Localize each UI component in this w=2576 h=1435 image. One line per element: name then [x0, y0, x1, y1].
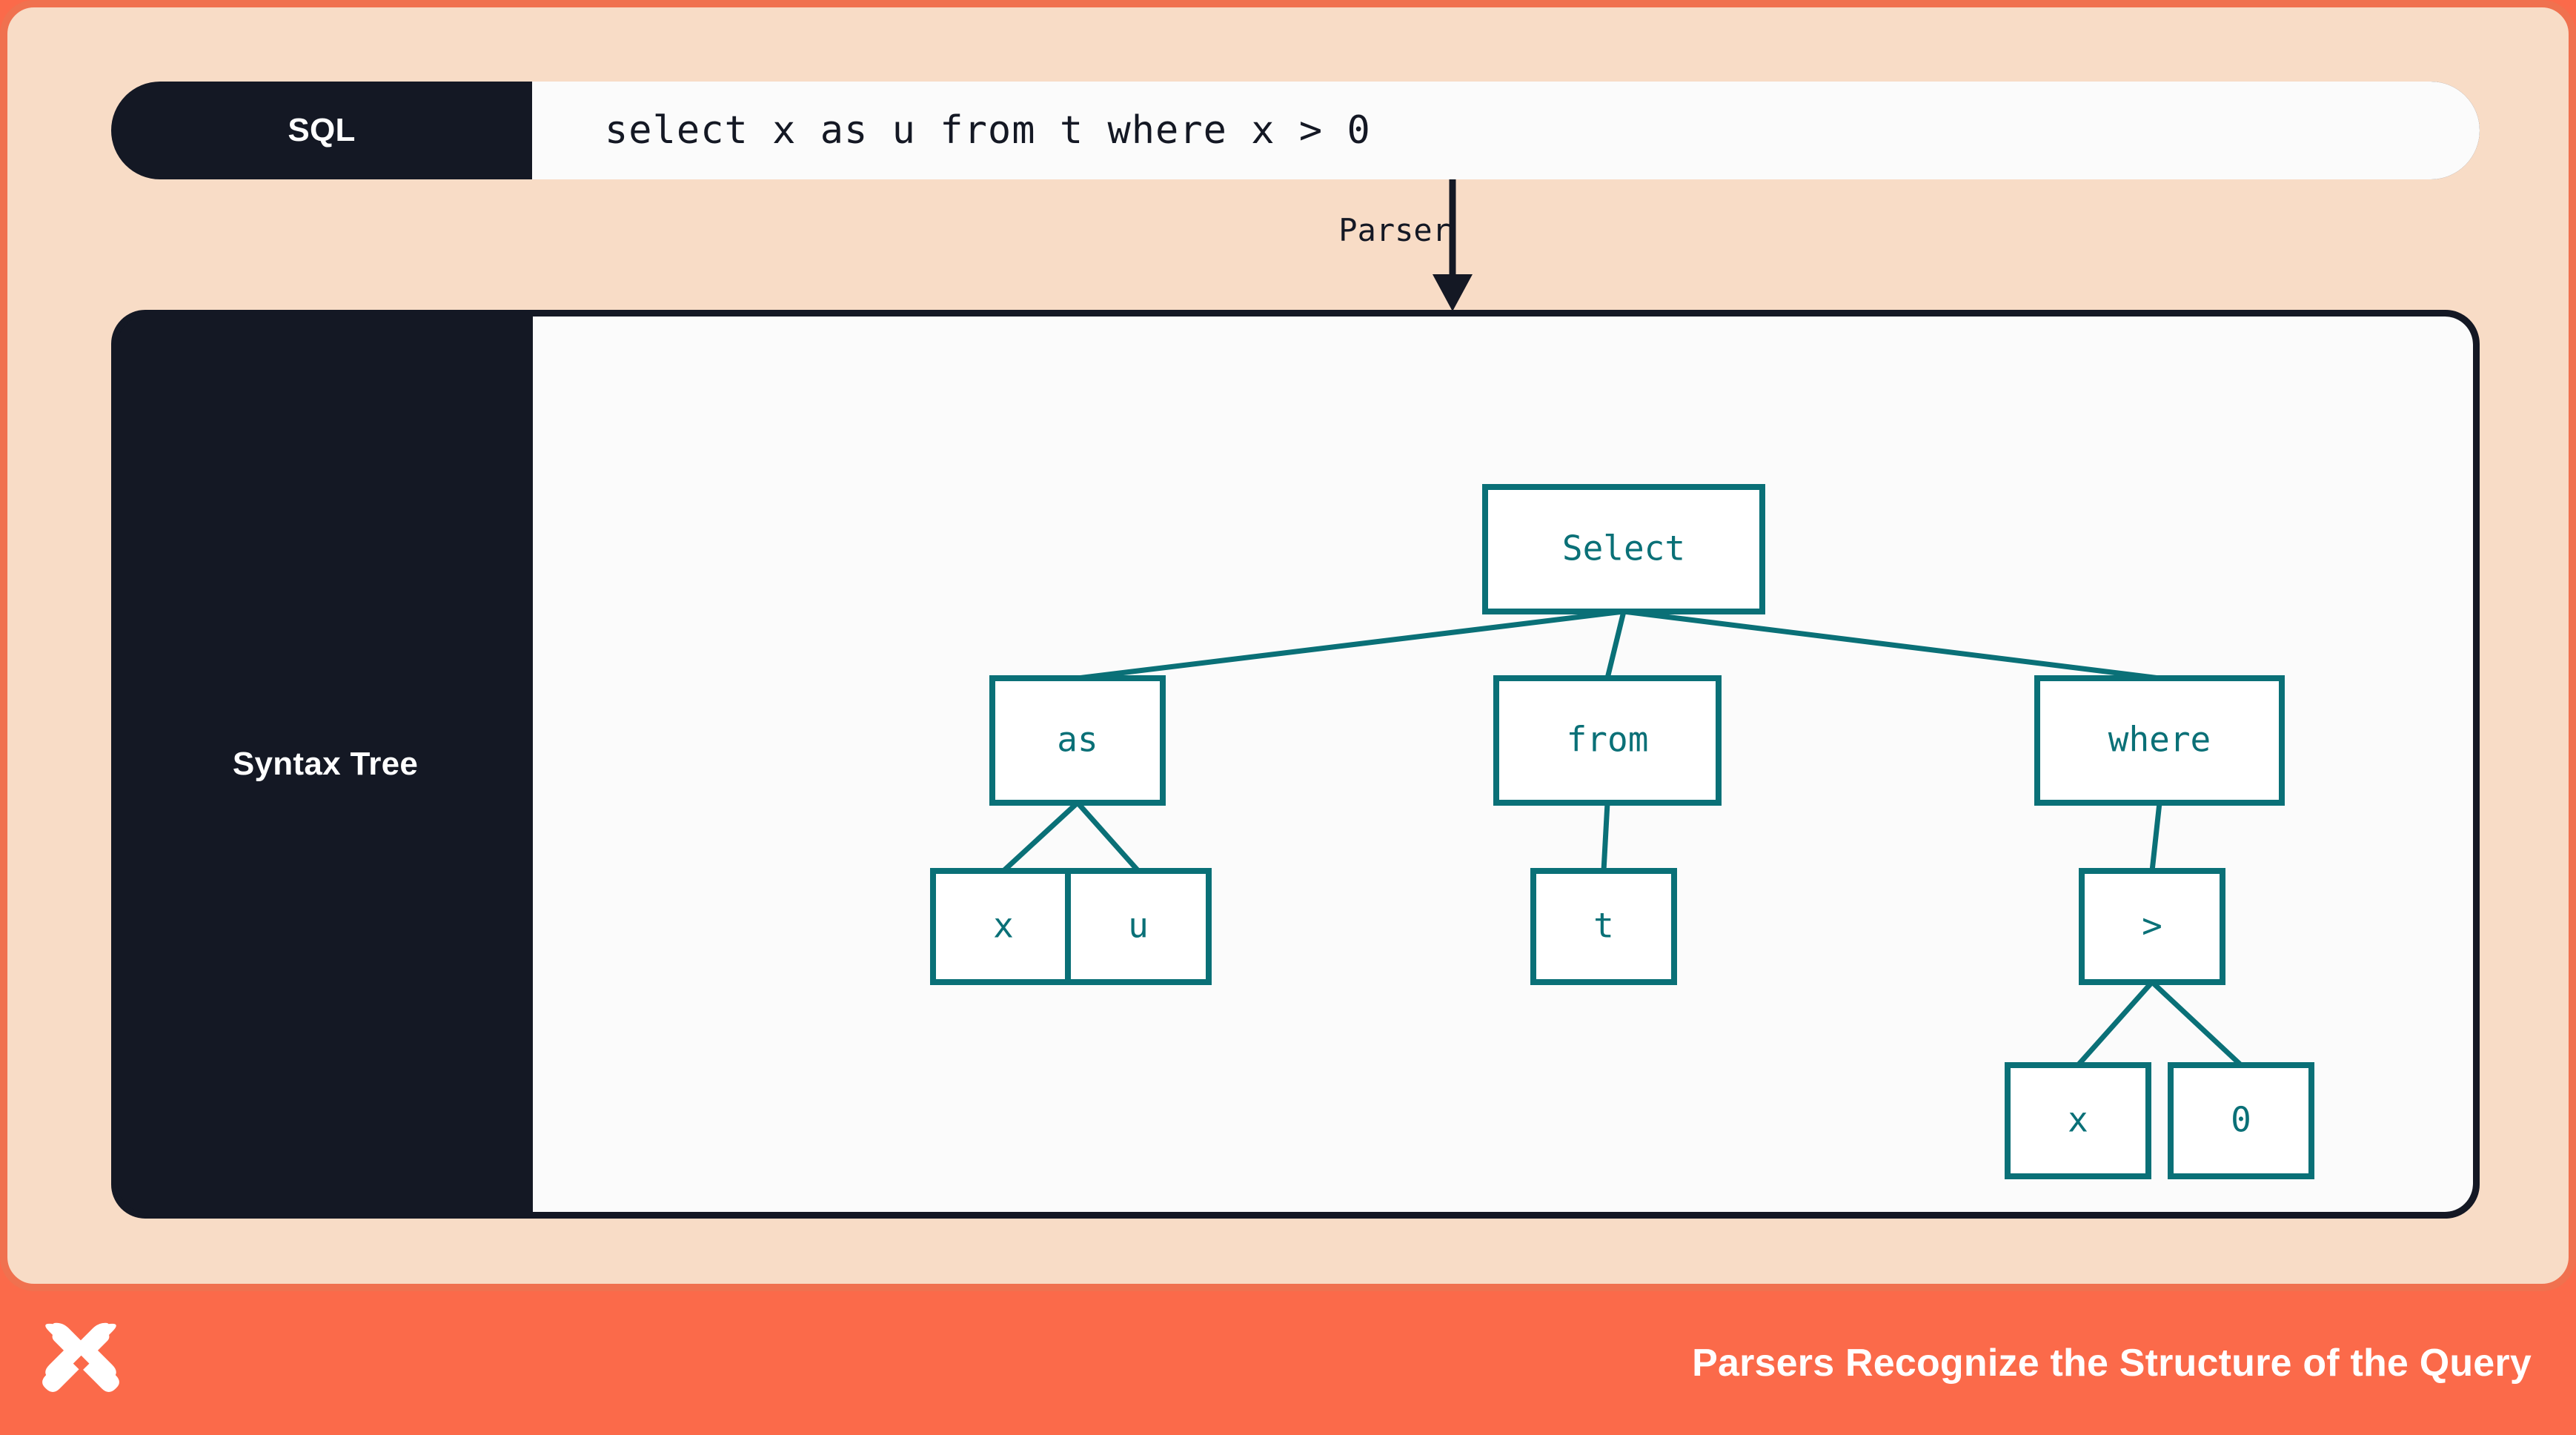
tree-node-label: as — [1057, 720, 1098, 760]
tree-node-label: where — [2108, 720, 2211, 760]
footer-tagline: Parsers Recognize the Structure of the Q… — [1692, 1342, 2532, 1385]
tree-edge — [2149, 802, 2162, 872]
tree-node[interactable]: x — [930, 868, 1077, 985]
footer-bar: Parsers Recognize the Structure of the Q… — [0, 1291, 2576, 1435]
tree-edge — [1077, 609, 1624, 681]
content-canvas: SQL select x as u from t where x > 0 Par… — [0, 0, 2576, 1291]
syntax-tree-row: Syntax Tree Select as from where x u t > x 0 — [111, 310, 2480, 1219]
tree-node-box — [1482, 484, 1765, 614]
tree-node-box — [1493, 675, 1722, 806]
sql-row-label: SQL — [288, 112, 356, 148]
tree-node-label: u — [1128, 906, 1149, 946]
sql-row-label-cell: SQL — [111, 82, 532, 179]
tree-node-label: x — [993, 906, 1014, 946]
syntax-tree-canvas: Select as from where x u t > x 0 — [533, 317, 2473, 1212]
parser-arrow-group: Parser — [1312, 179, 1623, 313]
parser-arrow-label: Parser — [1338, 212, 1451, 248]
tree-node[interactable]: as — [989, 675, 1166, 806]
tree-node[interactable]: 0 — [2168, 1062, 2314, 1179]
syntax-tree-graph: Select as from where x u t > x 0 — [930, 484, 2314, 1179]
tree-node-box — [2005, 1062, 2151, 1179]
tree-node-label: Select — [1562, 528, 1685, 569]
sql-query-cell: select x as u from t where x > 0 — [532, 82, 2480, 179]
tree-node-box — [1065, 868, 1212, 985]
sql-row: SQL select x as u from t where x > 0 — [111, 82, 2480, 179]
tree-node-label: x — [2068, 1100, 2088, 1140]
tree-node-box — [2168, 1062, 2314, 1179]
tree-edge — [1623, 609, 2160, 681]
tree-edge — [1075, 801, 1141, 873]
tree-node[interactable]: x — [2005, 1062, 2151, 1179]
tree-node-label: t — [1593, 906, 1614, 946]
tree-node[interactable]: t — [1530, 868, 1677, 985]
tree-node[interactable]: Select — [1482, 484, 1765, 614]
syntax-tree-label-cell: Syntax Tree — [118, 317, 533, 1212]
tree-node[interactable]: u — [1065, 868, 1212, 985]
tree-node-label: > — [2142, 906, 2162, 946]
tree-node-box — [2079, 868, 2225, 985]
tree-node-label: 0 — [2231, 1100, 2251, 1140]
tree-edge — [1601, 802, 1610, 872]
tree-node-box — [989, 675, 1166, 806]
tree-node[interactable]: from — [1493, 675, 1722, 806]
tree-edge — [2076, 980, 2154, 1067]
tree-edge — [1001, 801, 1080, 873]
sql-query-text: select x as u from t where x > 0 — [605, 108, 1371, 153]
tree-node-box — [1530, 868, 1677, 985]
tree-node-box — [2034, 675, 2285, 806]
four-point-star-logo-icon — [42, 1322, 119, 1392]
tree-edge — [2150, 980, 2243, 1067]
tree-node[interactable]: > — [2079, 868, 2225, 985]
syntax-tree-label: Syntax Tree — [232, 746, 419, 782]
tree-edge — [1604, 611, 1627, 679]
tree-node[interactable]: where — [2034, 675, 2285, 806]
arrow-down-icon — [1433, 179, 1473, 311]
tree-node-label: from — [1567, 720, 1649, 760]
